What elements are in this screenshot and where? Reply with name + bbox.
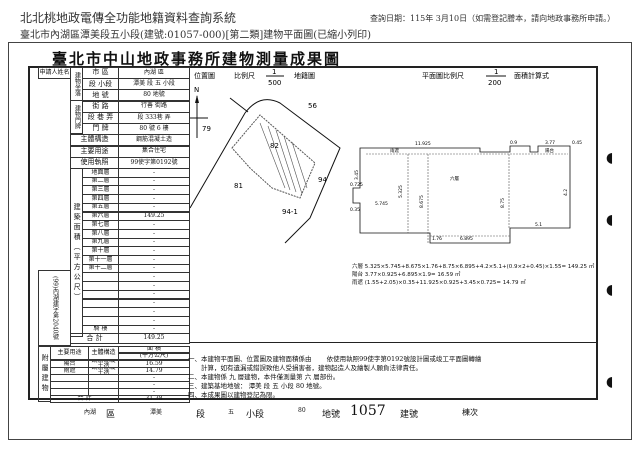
binding-mark-icon: ◖ <box>606 150 614 166</box>
footer-district-l: 區 <box>106 410 116 420</box>
query-date: 查詢日期：115年 3月10日（如需登記謄本，請向地政事務所申請。） <box>370 14 616 23</box>
drawings: 位置圖 比例尺 1 500 地籍圖 N 56 79 82 81 94 94-1 … <box>190 68 582 244</box>
annex-area-unit: (平方公尺) <box>118 353 190 360</box>
annex-total-label: 合 計 <box>50 395 119 403</box>
formula-balcony: 陽台 3.77×0.925+6.895×1.9= 16.59 ㎡ <box>352 272 461 278</box>
use-label: 主要用途 <box>70 145 119 158</box>
scale-label: 比例尺 <box>234 71 255 80</box>
formula-main: 六層 5.325×5.745+8.675×1.76+8.75×6.895+4.2… <box>352 264 595 270</box>
dim: 5.325 <box>398 185 404 198</box>
footer-lot-l: 地號 <box>322 410 341 420</box>
dim: 3.77 <box>545 140 555 146</box>
lot-94-1: 94-1 <box>282 208 298 216</box>
structure-label: 主體構造 <box>70 134 119 146</box>
annex-total-value: 31.38 <box>118 395 190 403</box>
note-1: 一、本建物平面圖、位置圖及建物面積係由 依使用執照99使字第0192號設計圖或竣… <box>188 355 482 363</box>
footer-section: 潭美 <box>150 409 163 416</box>
dim: 0.725 <box>350 182 363 188</box>
plan-scale-num: 1 <box>494 68 498 76</box>
lot-81: 81 <box>234 182 243 190</box>
dim: 0.45 <box>572 140 582 146</box>
cadastral-label: 地籍圖 <box>294 71 315 80</box>
permit-number: (99)內湖建字第2040號 <box>38 270 71 346</box>
document-frame <box>8 42 632 440</box>
row-label: 段 巷 弄 <box>82 111 119 124</box>
binding-mark-icon: ◖ <box>606 212 614 228</box>
scale-num: 1 <box>272 68 276 76</box>
row-label: 段 小段 <box>82 78 119 91</box>
divider <box>190 398 598 399</box>
note-3: 三、建築基地地號： 潭美 段 五 小段 80 地號。 <box>188 382 326 390</box>
structure-value: 鋼筋混凝土造 <box>118 134 190 146</box>
binding-mark-icon: ◖ <box>606 374 614 390</box>
total-label: 合 計 <box>70 333 119 344</box>
room-label: 六層 <box>450 175 459 182</box>
plan-scale-den: 200 <box>488 79 501 87</box>
dim: 0.9 <box>510 140 517 146</box>
calc-label: 面積計算式 <box>514 71 549 80</box>
dim: 5.1 <box>535 222 542 228</box>
footer-sub: 五 <box>228 409 235 416</box>
footer-lot: 80 <box>298 407 306 414</box>
row-value: 段 333巷 弄 <box>118 111 190 124</box>
footer-sub-l: 小段 <box>246 410 265 420</box>
north-label: N <box>194 86 199 94</box>
dim: 3.45 <box>354 170 360 180</box>
dim: 4.2 <box>563 189 569 196</box>
note-2: 二、本建物係 九 層建物，本件僅測量第 六 層部份。 <box>188 373 340 381</box>
plan-scale-label: 平面圖比例尺 <box>422 71 464 80</box>
row-label: 市 區 <box>82 67 119 79</box>
lot-56: 56 <box>308 102 317 110</box>
dim: 0.35 <box>350 207 360 213</box>
row-label: 地 號 <box>82 89 119 102</box>
north-arrow-icon <box>195 95 199 103</box>
note-1b: 計算，如有遺漏或錯誤致他人受損害者，建物起造人及繪製人願負法律責任。 <box>188 364 422 372</box>
lot-79: 79 <box>202 125 211 133</box>
lot-94: 94 <box>318 176 327 184</box>
binding-mark-icon: ◖ <box>606 282 614 298</box>
row-value: 潭美 段 五 小段 <box>118 78 190 91</box>
lot-82: 82 <box>270 142 279 150</box>
room-label: 雨遮 <box>390 147 399 154</box>
location-map-label: 位置圖 <box>194 71 215 80</box>
footer-bno: 1057 <box>350 403 386 419</box>
applicant-label: 申請人姓名 <box>38 67 71 79</box>
dim: 8.75 <box>500 198 506 208</box>
row-label: 街 路 <box>82 100 119 113</box>
scale-den: 500 <box>268 79 281 87</box>
footer-bldg-l: 棟次 <box>462 408 478 417</box>
footer-section-l: 段 <box>196 410 206 420</box>
row-value: 內湖 區 <box>118 67 190 79</box>
document-subtitle: 臺北市內湖區潭美段五小段(建號:01057-000)[第二類]建物平面圖(已縮小… <box>20 30 372 41</box>
annex-use-header: 主要用途 <box>50 346 89 360</box>
note-4: 四、本成果圖以建物登記為限。 <box>188 391 279 399</box>
annex-area-header: 面 積 <box>118 346 190 353</box>
dim: 1.76 <box>432 236 442 242</box>
use-value: 集合住宅 <box>118 145 190 158</box>
dim: 8.675 <box>419 195 425 208</box>
footer-bno-l: 建號 <box>400 410 419 420</box>
row-value: 80 地號 <box>118 89 190 102</box>
divider <box>190 342 598 343</box>
total-value: 149.25 <box>118 333 190 344</box>
formula-eave: 雨遮 (1.55+2.05)×0.35+11.925×0.925+3.45×0.… <box>352 280 526 286</box>
dim: 11.925 <box>415 141 431 147</box>
annex-struct-header: 主體構造 <box>88 346 119 360</box>
dim: 5.745 <box>375 201 388 207</box>
room-label: 陽台 <box>545 147 554 154</box>
dim: 6.895 <box>460 236 473 242</box>
footer-district: 內湖 <box>84 409 97 416</box>
page-title: 臺北市中山地政事務所建物測量成果圖 <box>52 50 342 68</box>
system-title: 北北桃地政電傳全功能地籍資料查詢系統 <box>20 11 237 25</box>
result-sheet <box>28 66 598 400</box>
row-value: 行善 街路 <box>118 100 190 113</box>
